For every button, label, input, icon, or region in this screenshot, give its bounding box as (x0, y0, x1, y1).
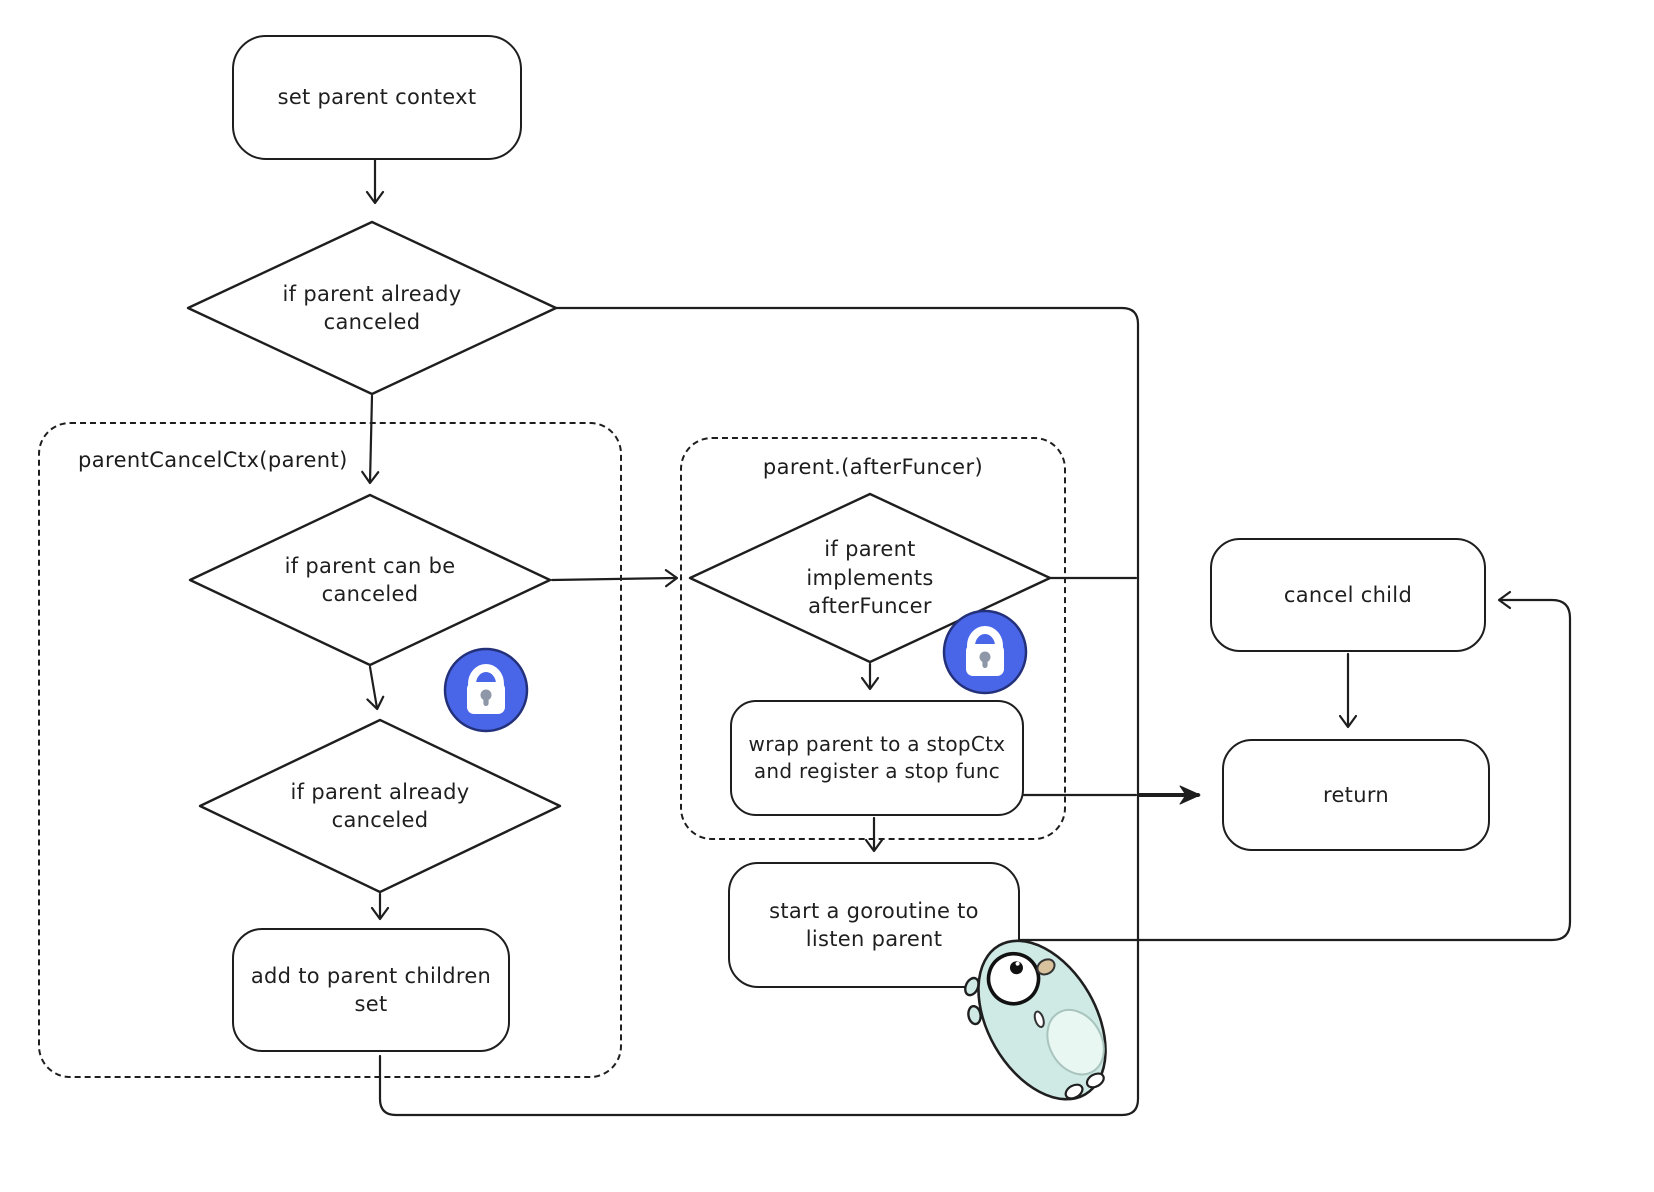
node-set-parent-context: set parent context (232, 35, 522, 160)
container-parent-cancel-ctx-label: parentCancelCtx(parent) (78, 448, 348, 472)
decision-label-if-parent-already-canceled-2: if parent already canceled (290, 779, 470, 832)
node-cancel-child-label: cancel child (1283, 582, 1413, 607)
node-set-parent-context-label: set parent context (277, 85, 477, 110)
decision-label-if-parent-implements-afterfuncer: if parent implements afterFuncer (806, 537, 934, 619)
node-start-goroutine: start a goroutine to listen parent (728, 862, 1020, 988)
node-return: return (1222, 739, 1490, 851)
node-wrap-parent-stopctx: wrap parent to a stopCtx and register a … (730, 700, 1024, 816)
container-after-funcer-label: parent.(afterFuncer) (762, 455, 984, 479)
decision-label-if-parent-can-be-canceled: if parent can be canceled (284, 553, 456, 606)
node-add-to-parent-children-set-label: add to parent children set (250, 963, 492, 1016)
node-start-goroutine-label: start a goroutine to listen parent (769, 898, 979, 951)
decision-label-if-parent-already-canceled: if parent already canceled (282, 281, 462, 334)
node-cancel-child: cancel child (1210, 538, 1486, 652)
node-wrap-parent-stopctx-label: wrap parent to a stopCtx and register a … (748, 732, 1006, 783)
node-return-label: return (1322, 782, 1389, 807)
node-add-to-parent-children-set: add to parent children set (232, 928, 510, 1052)
